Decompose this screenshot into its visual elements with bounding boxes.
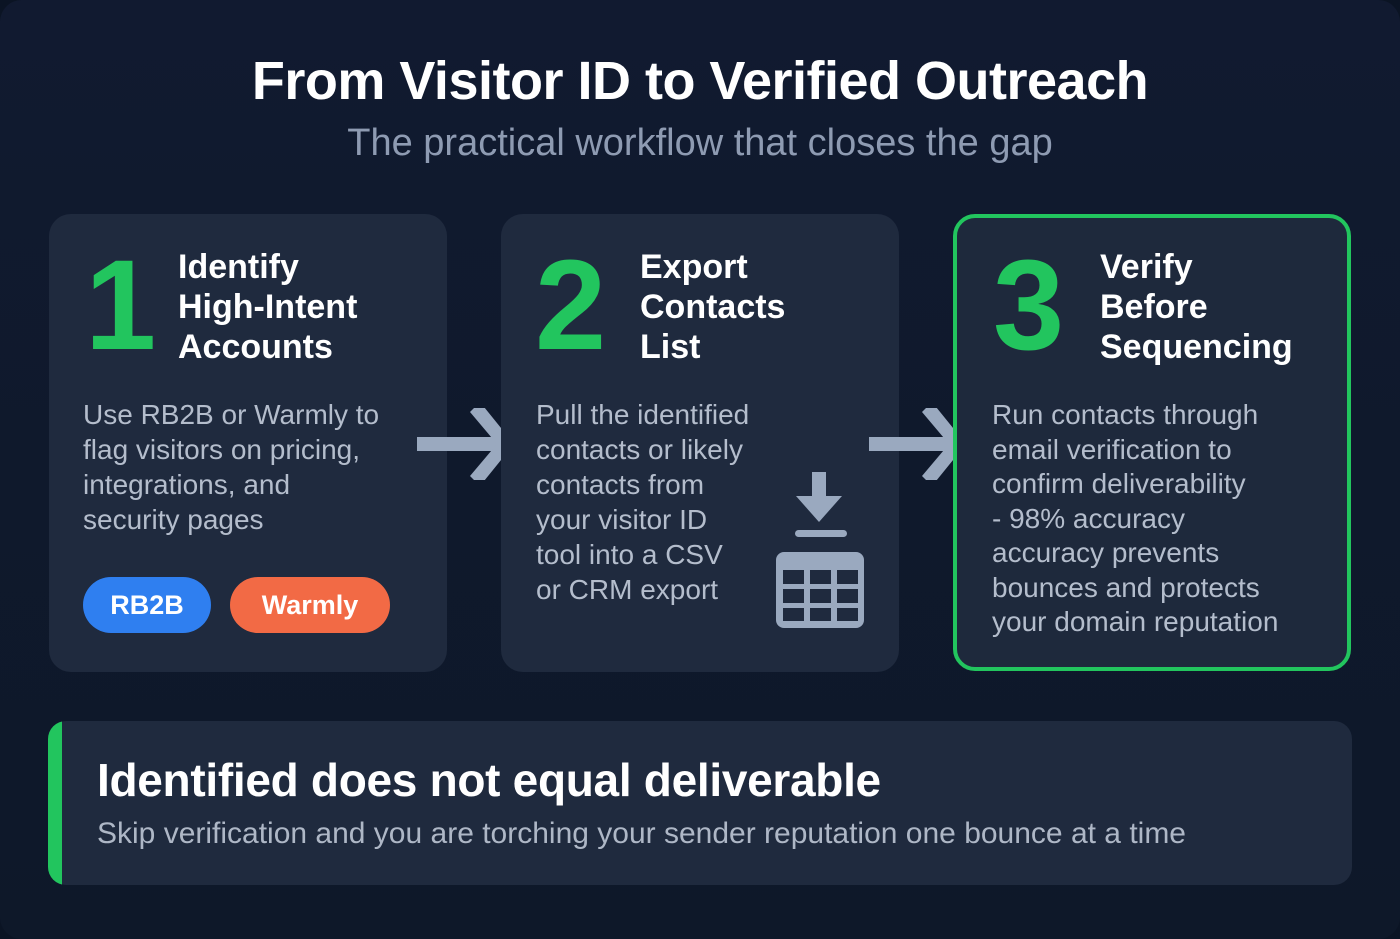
step-description-line: security pages <box>83 504 264 535</box>
rb2b-badge: RB2B <box>83 577 211 633</box>
step-title: Export Contacts List <box>640 247 785 367</box>
step-description-line: confirm deliverability <box>992 468 1246 499</box>
step-title-line: List <box>640 328 701 366</box>
arrow-right-icon <box>869 408 966 480</box>
step-title-line: Accounts <box>178 328 333 366</box>
step-description: Use RB2B or Warmly to flag visitors on p… <box>83 397 423 537</box>
step-description-line: integrations, and <box>83 469 291 500</box>
banner-accent-bar <box>48 721 62 885</box>
step-title-line: Contacts <box>640 288 786 326</box>
step-description-line: Pull the identified <box>536 399 750 430</box>
step-description: Run contacts through email verification … <box>992 398 1332 640</box>
step-number: 1 <box>85 234 157 377</box>
step-title-line: Export <box>640 248 748 286</box>
step-description-line: - 98% accuracy <box>992 502 1185 534</box>
callout-banner: Identified does not equal deliverable Sk… <box>48 721 1352 885</box>
step-description-line: or CRM export <box>536 574 719 605</box>
step-title-line: Before <box>1100 288 1208 326</box>
step-description-line: your domain reputation <box>992 606 1279 637</box>
step-description-line: Use RB2B or Warmly to <box>83 399 380 430</box>
step-card-identify: 1 Identify High-Intent Accounts Use RB2B… <box>49 214 447 672</box>
step-title-line: High-Intent <box>178 288 358 326</box>
download-table-icon <box>776 472 864 628</box>
step-description-line: bounces and protects <box>992 571 1260 603</box>
banner-subtitle: Skip verification and you are torching y… <box>97 817 1186 850</box>
warmly-badge: Warmly <box>230 577 390 633</box>
step-description-line: Run contacts through <box>992 399 1259 430</box>
step-title-line: Verify <box>1100 248 1193 286</box>
step-description-line: your visitor ID <box>536 504 708 535</box>
step-title-line: Sequencing <box>1100 328 1293 366</box>
step-description-line: contacts from <box>536 469 705 500</box>
step-description-line: tool into a CSV <box>536 539 723 570</box>
step-title-line: Identify <box>178 248 299 286</box>
step-title: Verify Before Sequencing <box>1100 247 1293 367</box>
step-card-export: 2 Export Contacts List Pull the identifi… <box>501 214 899 672</box>
banner-title: Identified does not equal deliverable <box>97 754 881 806</box>
step-number: 3 <box>993 234 1065 377</box>
page-subtitle: The practical workflow that closes the g… <box>347 122 1053 164</box>
step-description-line: accuracy prevents <box>992 537 1220 568</box>
step-description-line: email verification to <box>992 433 1232 465</box>
step-card-verify: 3 Verify Before Sequencing Run contacts … <box>953 214 1351 671</box>
page-title: From Visitor ID to Verified Outreach <box>251 51 1149 111</box>
step-description: Pull the identified contacts or likely c… <box>536 397 796 607</box>
step-description-line: flag visitors on pricing, <box>83 434 361 465</box>
step-description-line: contacts or likely <box>536 434 743 465</box>
step-number: 2 <box>535 234 607 377</box>
step-title: Identify High-Intent Accounts <box>178 247 357 367</box>
